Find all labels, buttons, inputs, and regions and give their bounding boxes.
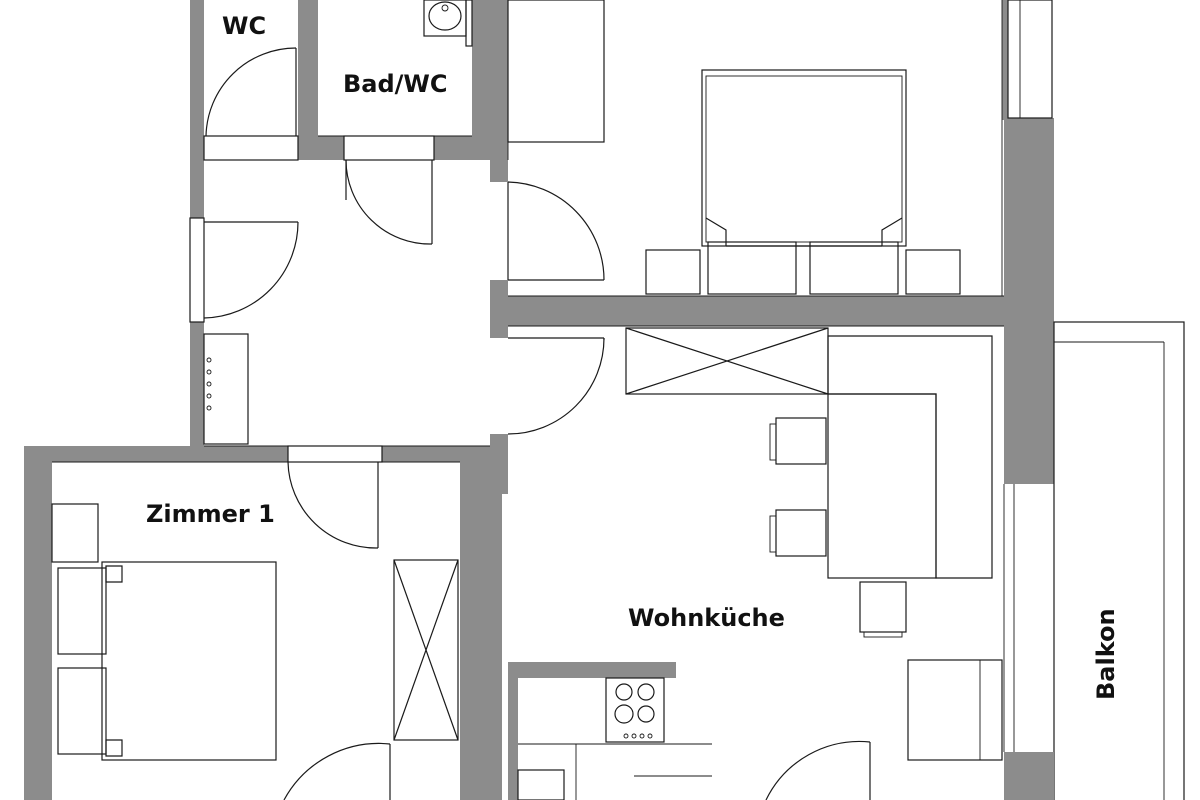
- room-labels: WC Bad/WC Zimmer 1 Wohnküche Balkon: [146, 12, 1120, 700]
- stove-icon: [605, 677, 665, 743]
- doors: [203, 47, 871, 800]
- double-bed-icon: [701, 69, 907, 295]
- windows: [189, 0, 1053, 463]
- kitchen-cabinet-icon: [625, 327, 829, 395]
- wardrobe-zimmer1-icon: [393, 559, 459, 741]
- room-label-balkon: Balkon: [1092, 608, 1120, 700]
- walls: [24, 0, 1054, 800]
- bed-zimmer1-icon: [57, 561, 277, 761]
- furniture: [51, 0, 1003, 800]
- room-label-zimmer-1: Zimmer 1: [146, 500, 275, 528]
- balcony: [1004, 321, 1185, 800]
- corner-sofa-icon: [827, 335, 993, 579]
- washbasin-icon: [423, 0, 467, 37]
- room-label-wohnkueche: Wohnküche: [628, 604, 785, 632]
- room-label-bad-wc: Bad/WC: [343, 70, 448, 98]
- room-label-wc: WC: [222, 12, 266, 40]
